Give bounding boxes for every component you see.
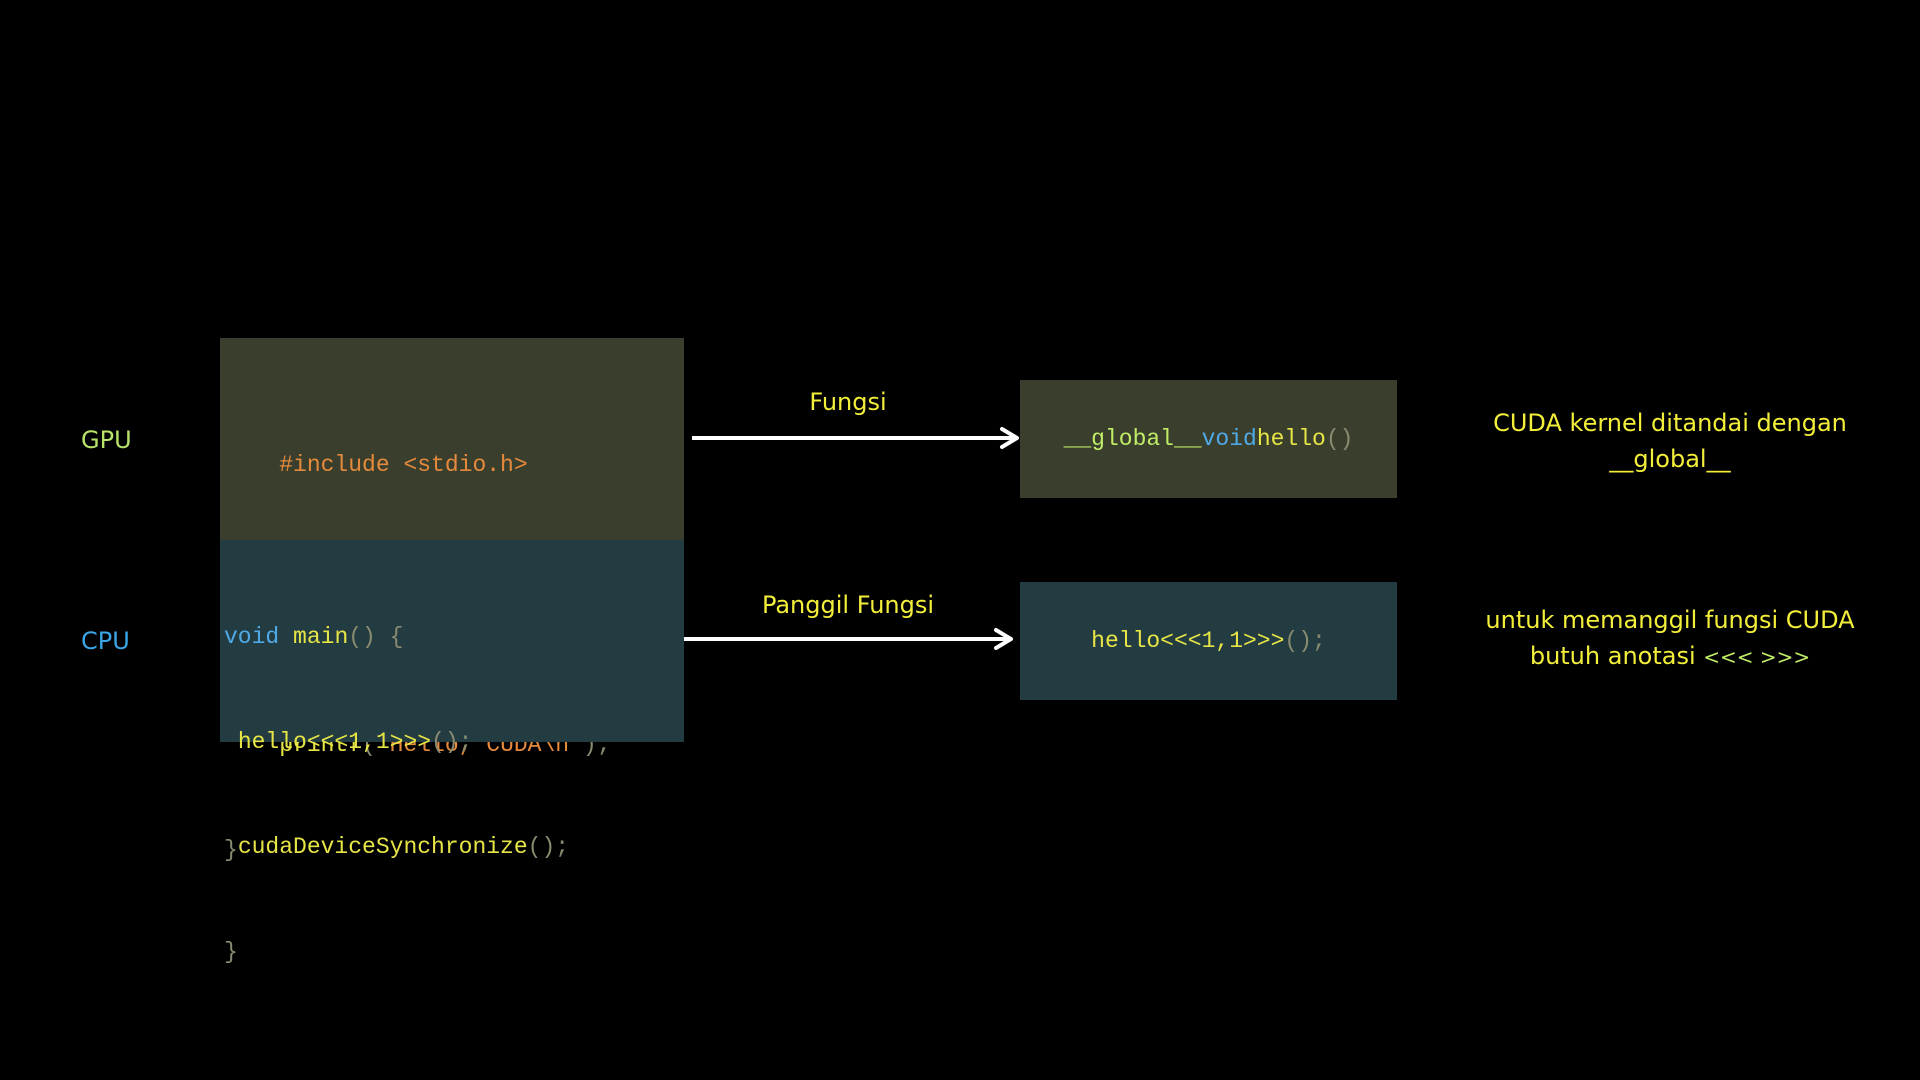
kernel-signature-box: __global__ void hello()	[1020, 380, 1397, 498]
call-note-line2: butuh anotasi <<< >>>	[1440, 638, 1900, 675]
call-note-line1: untuk memanggil fungsi CUDA	[1485, 606, 1855, 634]
call-note: untuk memanggil fungsi CUDA butuh anotas…	[1440, 602, 1900, 675]
kernel-note-line2: __global__	[1609, 445, 1731, 473]
code-line-main-signature: void main() {	[224, 620, 684, 655]
arrow-label-fungsi: Fungsi	[809, 388, 887, 416]
sync-function: cudaDeviceSynchronize	[237, 834, 528, 860]
void-keyword: void	[224, 624, 280, 650]
triple-chevron-annotation: <<< >>>	[1703, 645, 1811, 669]
code-line-include: #include <stdio.h>	[224, 413, 684, 478]
global-keyword: __global__	[1063, 426, 1202, 452]
hello-launch: hello<<<1,1>>>	[237, 729, 432, 755]
code-line-close-brace: }	[224, 833, 684, 868]
call-end: ();	[1284, 628, 1326, 654]
code-line-kernel-launch: hello<<<1,1>>>();	[224, 725, 684, 760]
code-line-sync: cudaDeviceSynchronize();	[224, 830, 684, 865]
close-brace: }	[224, 837, 238, 863]
close-brace: }	[224, 939, 238, 965]
kernel-note: CUDA kernel ditandai dengan __global__	[1440, 405, 1900, 477]
parens: ()	[348, 624, 376, 650]
call-end: ();	[527, 834, 570, 860]
hello-launch: hello<<<1,1>>>	[1091, 628, 1285, 654]
gpu-label: GPU	[81, 426, 132, 454]
open-brace: {	[389, 624, 404, 650]
call-end: ();	[431, 729, 473, 755]
cpu-label: CPU	[81, 627, 130, 655]
void-keyword: void	[1201, 426, 1257, 452]
arrow-panggil-fungsi	[684, 628, 1013, 650]
include-directive: #include <stdio.h>	[279, 452, 528, 478]
code-line-close-brace: }	[224, 935, 684, 970]
cpu-code-block: void main() { hello<<<1,1>>>(); cudaDevi…	[220, 540, 684, 965]
hello-function-name: hello	[1256, 426, 1326, 452]
main-function-name: main	[293, 624, 349, 650]
arrow-fungsi	[692, 427, 1019, 449]
call-note-text: butuh anotasi	[1529, 642, 1696, 670]
kernel-launch-box: hello<<<1,1>>>();	[1020, 582, 1397, 700]
parens: ()	[1325, 426, 1354, 452]
kernel-note-line1: CUDA kernel ditandai dengan	[1493, 409, 1847, 437]
arrow-label-panggil-fungsi: Panggil Fungsi	[761, 591, 935, 619]
